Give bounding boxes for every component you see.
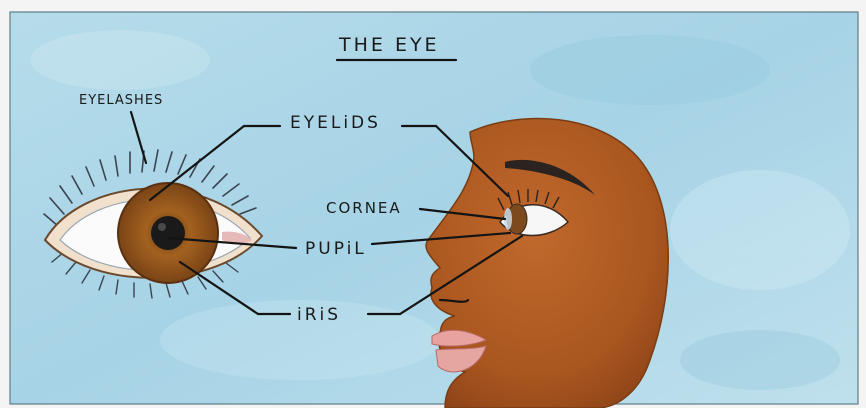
diagram-title: THE EYE [338,34,440,56]
label-eyelids: EYELiDS [290,113,381,133]
label-iris: iRiS [297,305,341,325]
pupil-highlight [158,223,166,231]
pupil-shape [151,216,185,250]
label-pupil: PUPiL [305,239,367,259]
label-eyelashes: EYELASHES [79,93,163,108]
label-cornea: CORNEA [326,199,402,217]
